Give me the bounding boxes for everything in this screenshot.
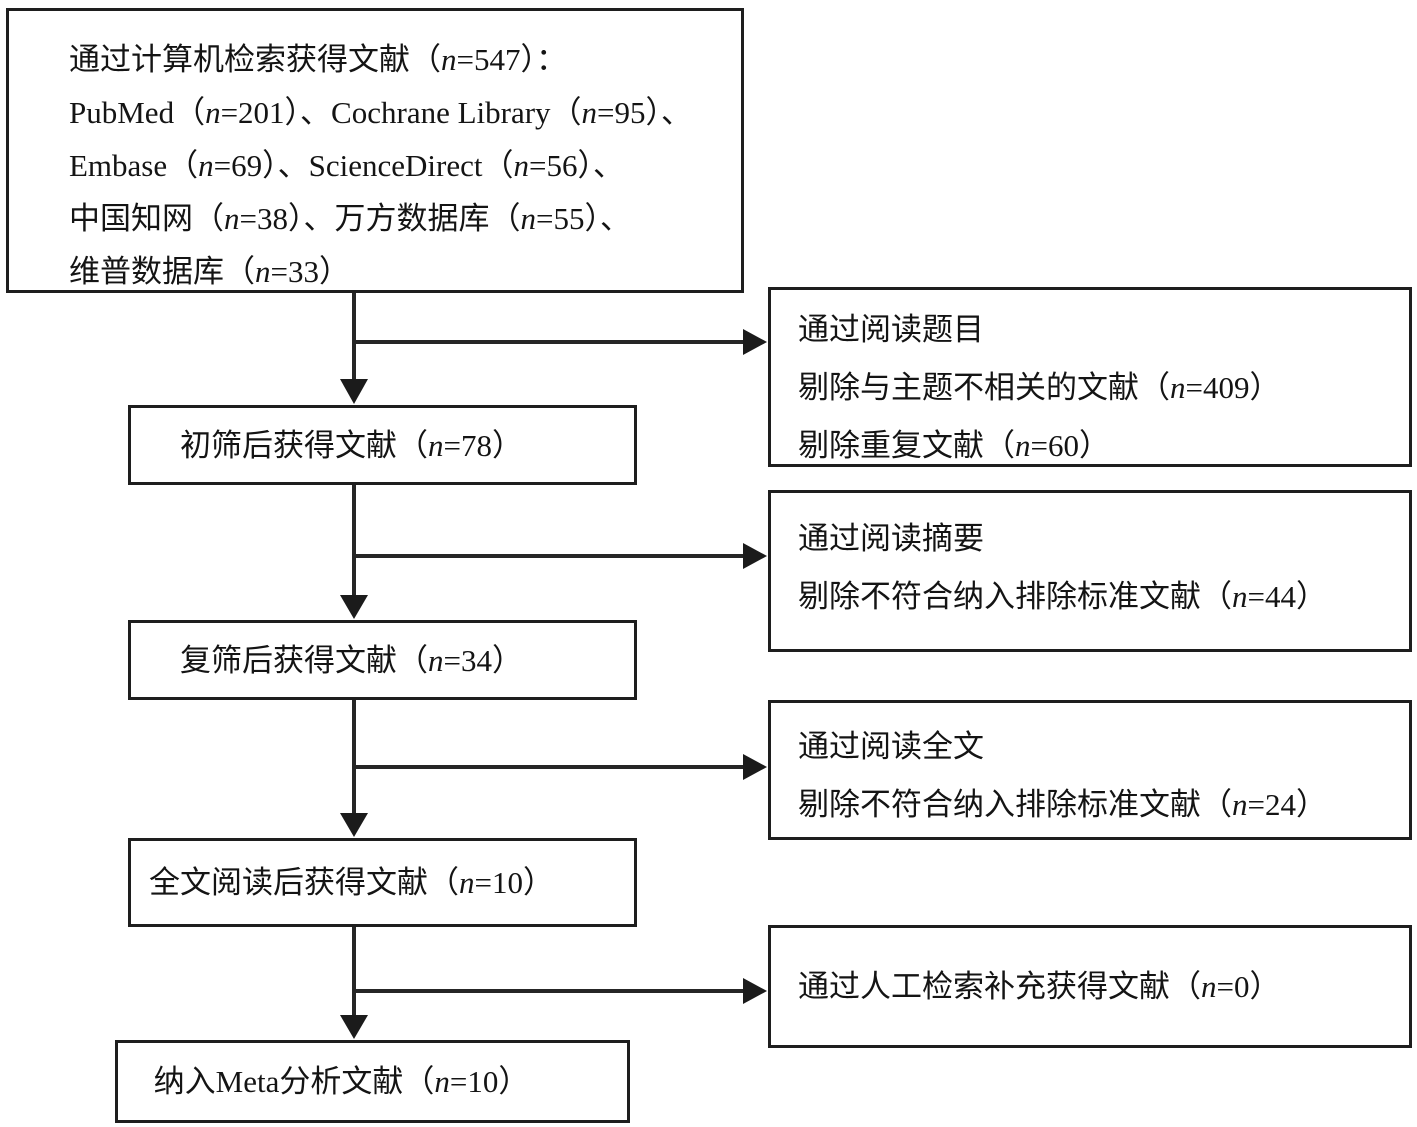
- search-line: 维普数据库（n=33）: [69, 254, 350, 289]
- arrowhead-down-second: [340, 595, 368, 619]
- box-after-fulltext-reading: 全文阅读后获得文献（n=10）: [128, 838, 637, 927]
- box-database-search: 通过计算机检索获得文献（n=547）： PubMed（n=201）、Cochra…: [6, 8, 744, 293]
- exclusion-line: 剔除不符合纳入排除标准文献（n=44）: [798, 578, 1327, 614]
- box-included-meta-analysis: 纳入Meta分析文献（n=10）: [115, 1040, 630, 1123]
- exclusion-line: 通过阅读摘要: [798, 520, 984, 556]
- box-label: 全文阅读后获得文献（n=10）: [149, 865, 554, 900]
- box-label: 通过人工检索补充获得文献（n=0）: [798, 969, 1281, 1004]
- arrowhead-right-manual: [743, 978, 767, 1004]
- box-exclusion-abstract-screening: 通过阅读摘要 剔除不符合纳入排除标准文献（n=44）: [768, 490, 1412, 652]
- exclusion-line: 通过阅读全文: [798, 728, 984, 764]
- arrowhead-right-abstract: [743, 543, 767, 569]
- arrowhead-right-fulltext: [743, 754, 767, 780]
- box-label: 初筛后获得文献（n=78）: [180, 427, 523, 463]
- box-label: 复筛后获得文献（n=34）: [180, 642, 523, 678]
- arrowhead-down-initial: [340, 379, 368, 404]
- box-manual-search-supplement: 通过人工检索补充获得文献（n=0）: [768, 925, 1412, 1048]
- search-line: 通过计算机检索获得文献（n=547）：: [69, 42, 567, 77]
- exclusion-line: 剔除与主题不相关的文献（n=409）: [798, 369, 1281, 405]
- box-after-initial-screening: 初筛后获得文献（n=78）: [128, 405, 637, 485]
- arrowhead-down-fulltext: [340, 813, 368, 837]
- search-line: 中国知网（n=38）、万方数据库（n=55）、: [69, 201, 631, 236]
- box-exclusion-fulltext-screening: 通过阅读全文 剔除不符合纳入排除标准文献（n=24）: [768, 700, 1412, 840]
- search-line: PubMed（n=201）、Cochrane Library（n=95）、: [69, 95, 693, 130]
- exclusion-line: 剔除不符合纳入排除标准文献（n=24）: [798, 786, 1327, 822]
- arrowhead-right-title: [743, 329, 767, 355]
- box-exclusion-title-screening: 通过阅读题目 剔除与主题不相关的文献（n=409） 剔除重复文献（n=60）: [768, 287, 1412, 467]
- search-line: Embase（n=69）、ScienceDirect（n=56）、: [69, 148, 624, 183]
- box-label: 纳入Meta分析文献（n=10）: [153, 1064, 530, 1099]
- exclusion-line: 剔除重复文献（n=60）: [798, 427, 1110, 463]
- arrowhead-down-meta: [340, 1015, 368, 1039]
- exclusion-line: 通过阅读题目: [798, 311, 984, 347]
- box-after-second-screening: 复筛后获得文献（n=34）: [128, 620, 637, 700]
